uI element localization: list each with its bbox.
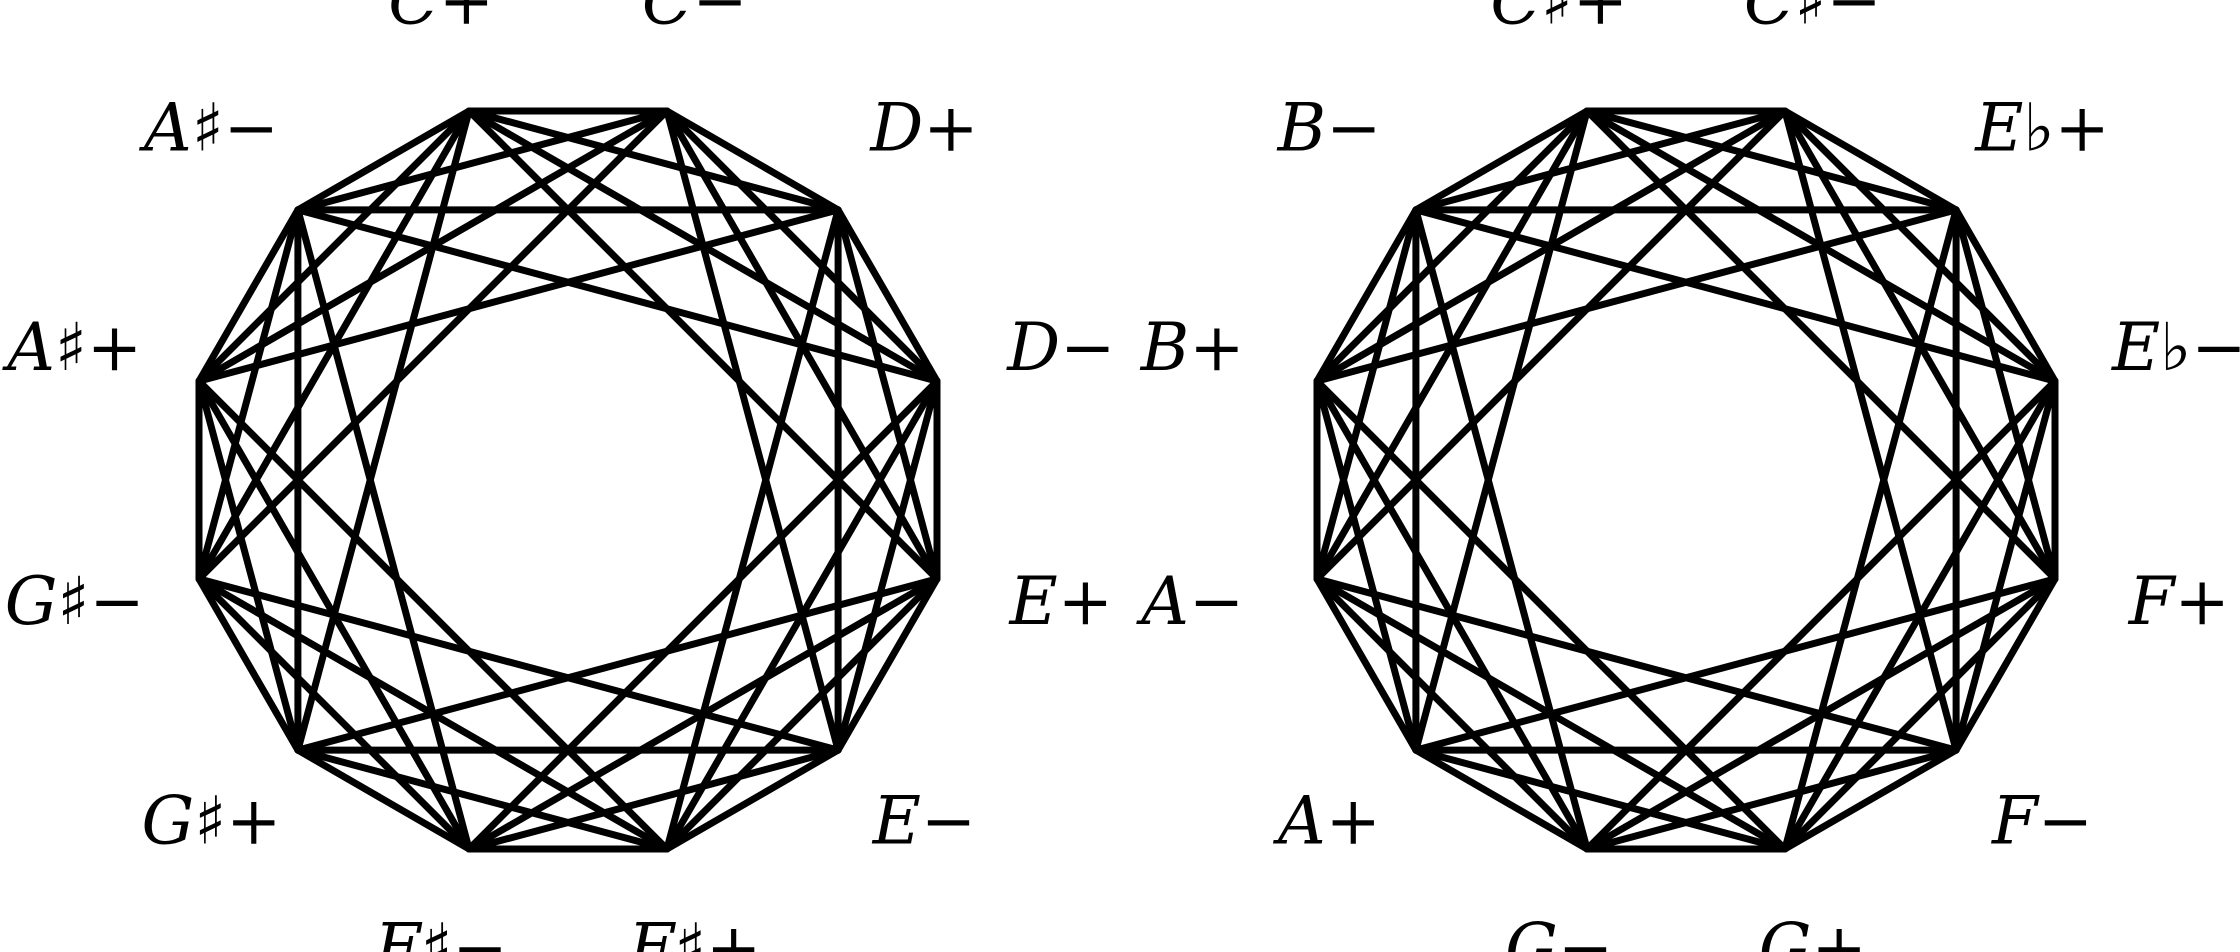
- edge-step-2: [1781, 107, 2059, 385]
- edge-step-2: [1781, 575, 2059, 853]
- edge-step-1: [294, 746, 473, 853]
- edge-step-2: [1313, 575, 1591, 853]
- edge-step-4: [1313, 575, 1960, 754]
- edge-step-2: [195, 107, 473, 385]
- edge-step-1: [1781, 107, 1960, 214]
- edge-step-1: [1313, 206, 1420, 385]
- vertex-label: C−: [642, 0, 748, 40]
- edge-step-4: [1313, 377, 1789, 853]
- vertex-label: D+: [869, 90, 978, 167]
- edge-step-4: [1313, 107, 1789, 583]
- edge-step-1: [1412, 746, 1591, 853]
- edge-step-2: [195, 575, 473, 853]
- edge-step-2: [1313, 107, 1591, 385]
- edge-step-4: [294, 206, 473, 853]
- vertex-label: G♯−: [5, 563, 145, 640]
- edge-step-4: [1583, 377, 2059, 853]
- edge-step-2: [834, 377, 941, 754]
- edge-step-4: [195, 377, 671, 853]
- edge-step-1: [834, 206, 941, 385]
- edge-step-2: [465, 107, 842, 214]
- edge-step-1: [1952, 575, 2059, 754]
- edge-step-1: [834, 575, 941, 754]
- edge-step-2: [465, 746, 842, 853]
- edge-step-2: [294, 746, 671, 853]
- edge-step-4: [1781, 107, 1960, 754]
- vertex-label: F−: [1991, 783, 2093, 860]
- edge-step-4: [1781, 206, 1960, 853]
- edge-step-2: [1313, 206, 1420, 583]
- vertex-label: C♯+: [1490, 0, 1628, 40]
- edge-step-2: [663, 575, 941, 853]
- vertex-label: G−: [1505, 909, 1613, 952]
- right-dodecagon-diagram: C♯+ C♯− E♭+ E♭− F+ F− G+ G− A+ A− B+ B−: [1135, 0, 2240, 952]
- edge-step-2: [1583, 746, 1960, 853]
- vertex-label: B+: [1140, 309, 1245, 386]
- edge-step-1: [195, 575, 302, 754]
- edge-step-2: [195, 206, 302, 583]
- vertex-label: C♯−: [1744, 0, 1882, 40]
- edge-step-4: [1412, 575, 2059, 754]
- vertex-label: F♯+: [627, 909, 761, 952]
- vertex-label: A+: [1272, 783, 1381, 860]
- edge-step-4: [1313, 206, 1960, 385]
- vertex-label: A♯+: [1, 309, 142, 386]
- edge-step-2: [1952, 206, 2059, 583]
- edge-step-4: [1412, 107, 1591, 754]
- edge-step-4: [465, 377, 941, 853]
- edge-step-4: [1583, 107, 2059, 583]
- edge-step-4: [1412, 206, 2059, 385]
- edge-step-1: [1313, 575, 1420, 754]
- vertex-label: E♭−: [2111, 309, 2240, 386]
- vertex-label: D−: [1006, 309, 1115, 386]
- edge-step-1: [663, 107, 842, 214]
- vertex-label: F♯−: [374, 909, 508, 952]
- edge-step-2: [663, 107, 941, 385]
- edge-step-4: [195, 206, 842, 385]
- vertex-label: G♯+: [142, 783, 282, 860]
- edge-step-4: [294, 107, 473, 754]
- edge-step-4: [294, 206, 941, 385]
- vertex-label: A♯−: [138, 90, 279, 167]
- vertex-label: F+: [2128, 563, 2230, 640]
- edge-step-2: [1412, 746, 1789, 853]
- edge-step-4: [195, 575, 842, 754]
- edge-step-2: [1583, 107, 1960, 214]
- edge-step-2: [1412, 107, 1789, 214]
- edge-step-1: [663, 746, 842, 853]
- edge-step-1: [1412, 107, 1591, 214]
- edge-step-1: [294, 107, 473, 214]
- vertex-label: B−: [1277, 90, 1382, 167]
- left-dodecagon-diagram: C+ C− D+ D− E+ E− F♯+ F♯− G♯+ G♯− A♯+ A♯−: [1, 0, 1115, 952]
- edge-step-1: [1781, 746, 1960, 853]
- edge-step-2: [1313, 377, 1420, 754]
- edge-step-2: [195, 377, 302, 754]
- vertex-label: A−: [1135, 563, 1244, 640]
- edge-step-4: [294, 575, 941, 754]
- edge-step-2: [834, 206, 941, 583]
- edge-step-1: [1952, 206, 2059, 385]
- vertex-label: C+: [388, 0, 494, 40]
- edge-step-4: [195, 107, 671, 583]
- edge-step-1: [195, 206, 302, 385]
- edge-step-4: [663, 107, 842, 754]
- vertex-label: E♭+: [1974, 90, 2110, 167]
- edge-step-4: [465, 107, 941, 583]
- vertex-label: E−: [872, 783, 976, 860]
- vertex-label: G+: [1759, 909, 1867, 952]
- vertex-label: E+: [1009, 563, 1113, 640]
- edge-step-2: [1952, 377, 2059, 754]
- edge-step-4: [663, 206, 842, 853]
- edge-step-4: [1412, 206, 1591, 853]
- edge-step-2: [294, 107, 671, 214]
